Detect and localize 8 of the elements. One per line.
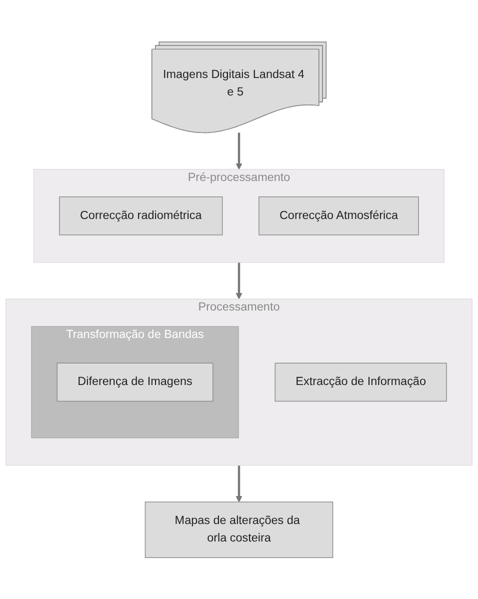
arrow <box>236 465 242 502</box>
node-box: Mapas de alterações da orla costeira <box>144 501 334 558</box>
node-box: Correcção radiométrica <box>59 196 223 236</box>
node-box: Extracção de Informação <box>274 362 447 402</box>
arrow <box>236 262 242 300</box>
node-box: Correcção Atmosférica <box>258 196 419 236</box>
node-box: Diferença de Imagens <box>56 362 214 402</box>
arrow <box>236 132 242 170</box>
